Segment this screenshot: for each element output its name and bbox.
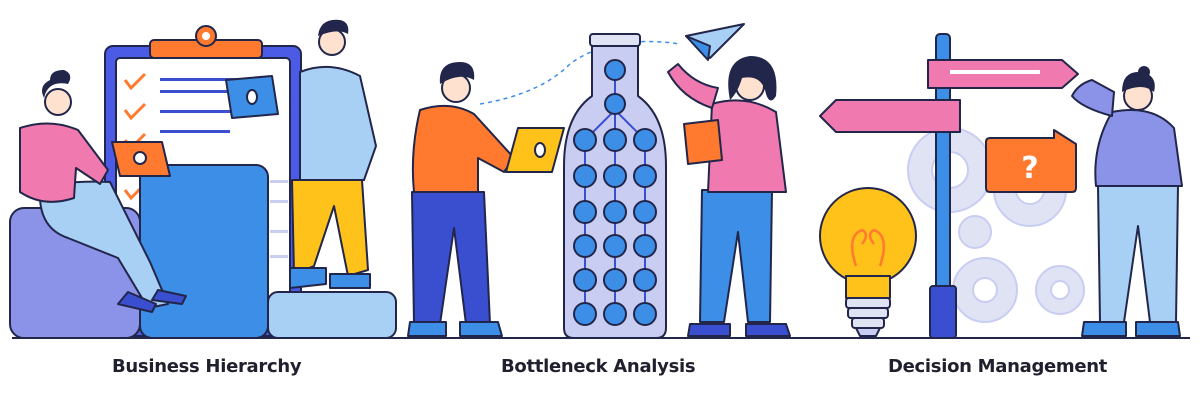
bottleneck-analysis-illustration	[407, 23, 791, 339]
lightbulb-icon	[819, 187, 917, 337]
question-bubble-icon: ?	[985, 129, 1077, 193]
laptop-icon	[505, 127, 565, 173]
signpost-icon	[819, 33, 1079, 339]
paper-plane-icon	[685, 23, 745, 61]
business-hierarchy-illustration	[9, 19, 397, 339]
block-large	[139, 164, 269, 339]
bottle-icon	[563, 33, 667, 339]
caption-bottleneck-analysis: Bottleneck Analysis	[501, 356, 696, 377]
person-man-with-laptop	[407, 62, 565, 337]
laptop-icon	[111, 141, 171, 177]
decision-management-illustration: ?	[819, 33, 1183, 339]
person-standing-man	[225, 19, 377, 289]
question-mark: ?	[1021, 151, 1038, 186]
block-step	[267, 291, 397, 339]
tablet-icon	[683, 119, 723, 165]
person-woman-with-tablet	[667, 56, 791, 337]
person-sitting-woman	[19, 70, 187, 313]
checkmark-icon	[123, 72, 147, 91]
caption-business-hierarchy: Business Hierarchy	[112, 356, 302, 377]
caption-decision-management: Decision Management	[888, 356, 1108, 377]
person-thinking	[1071, 66, 1183, 337]
